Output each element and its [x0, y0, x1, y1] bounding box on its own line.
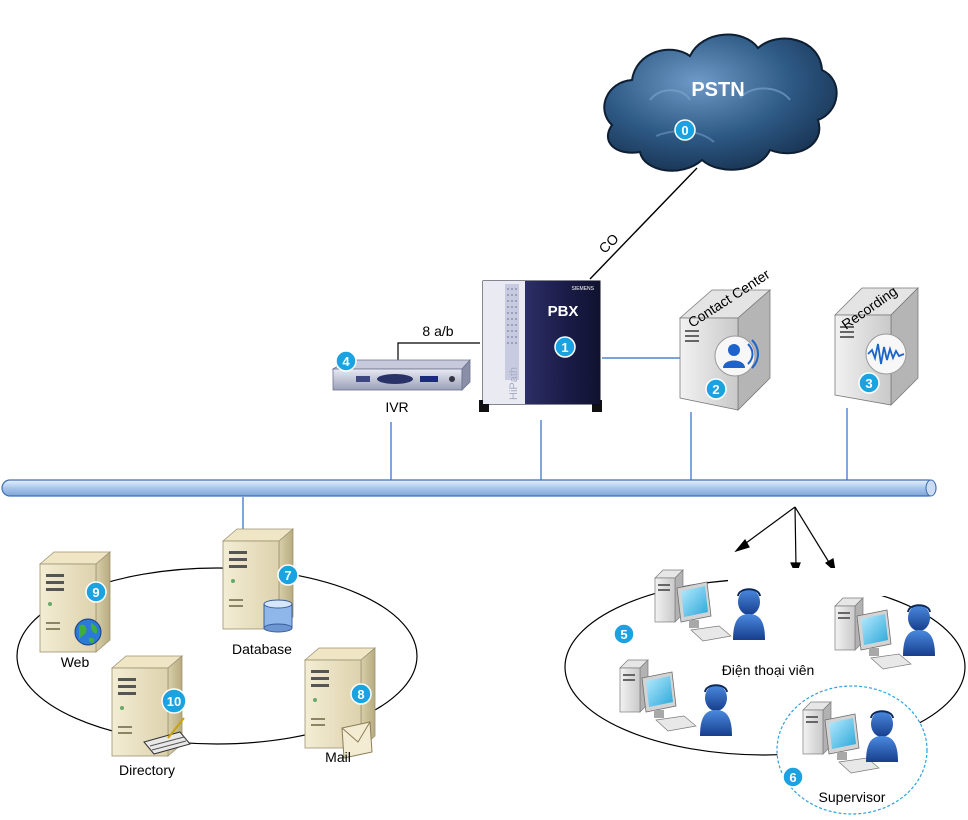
svg-text:4: 4 [342, 354, 350, 369]
badge-web: 9 [85, 581, 107, 603]
directory-label: Directory [119, 762, 175, 778]
svg-text:9: 9 [92, 585, 99, 600]
badge-recording: 3 [858, 372, 880, 394]
pbx-brand-label: SIEMENS [571, 286, 594, 292]
database-icon [263, 599, 293, 633]
ethernet-bus [1, 479, 937, 497]
agent-workstation-2 [834, 597, 912, 670]
svg-text:7: 7 [284, 568, 291, 583]
globe-icon [74, 618, 102, 646]
badge-database: 7 [277, 564, 299, 586]
svg-text:5: 5 [620, 627, 627, 642]
svg-text:3: 3 [865, 376, 872, 391]
ivr-link-label: 8 a/b [422, 323, 453, 339]
agent-person-3 [699, 684, 733, 737]
agent-person-1 [732, 588, 766, 641]
badge-mail: 8 [350, 683, 372, 705]
directory-icon [143, 717, 191, 755]
database-label: Database [232, 641, 292, 657]
pbx-cabinet [479, 280, 602, 412]
supervisor-label: Supervisor [819, 789, 886, 805]
badge-agents: 5 [613, 623, 635, 645]
agents-label: Điện thoại viên [722, 662, 815, 678]
svg-text:1: 1 [561, 340, 568, 355]
ivr-device [331, 358, 471, 391]
svg-text:6: 6 [789, 770, 796, 785]
pstn-cloud [603, 33, 838, 172]
svg-text:10: 10 [167, 694, 181, 709]
badge-supervisor: 6 [782, 766, 804, 788]
svg-text:8: 8 [357, 687, 364, 702]
co-link [589, 167, 698, 280]
agent-person-2 [902, 604, 936, 657]
badge-directory: 10 [161, 688, 187, 714]
pbx-label: PBX [548, 303, 579, 320]
agent-workstation-1 [654, 569, 732, 642]
ivr-label: IVR [385, 399, 408, 415]
badge-pbx: 1 [554, 336, 576, 358]
ivr-pbx-link [397, 342, 480, 367]
mail-icon [341, 721, 373, 759]
badge-pstn: 0 [674, 119, 696, 141]
agent-arrows [734, 506, 836, 576]
web-label: Web [61, 654, 90, 670]
agent-workstation-3 [619, 659, 697, 732]
badge-contact-center: 2 [705, 378, 727, 400]
pstn-label: PSTN [691, 79, 744, 101]
badge-ivr: 4 [335, 350, 357, 372]
pbx-model-label: HiPath [508, 367, 520, 400]
co-link-label: CO [595, 230, 621, 256]
svg-text:0: 0 [681, 123, 688, 138]
mail-label: Mail [325, 749, 351, 765]
svg-text:2: 2 [712, 382, 719, 397]
server-ring [16, 567, 418, 745]
